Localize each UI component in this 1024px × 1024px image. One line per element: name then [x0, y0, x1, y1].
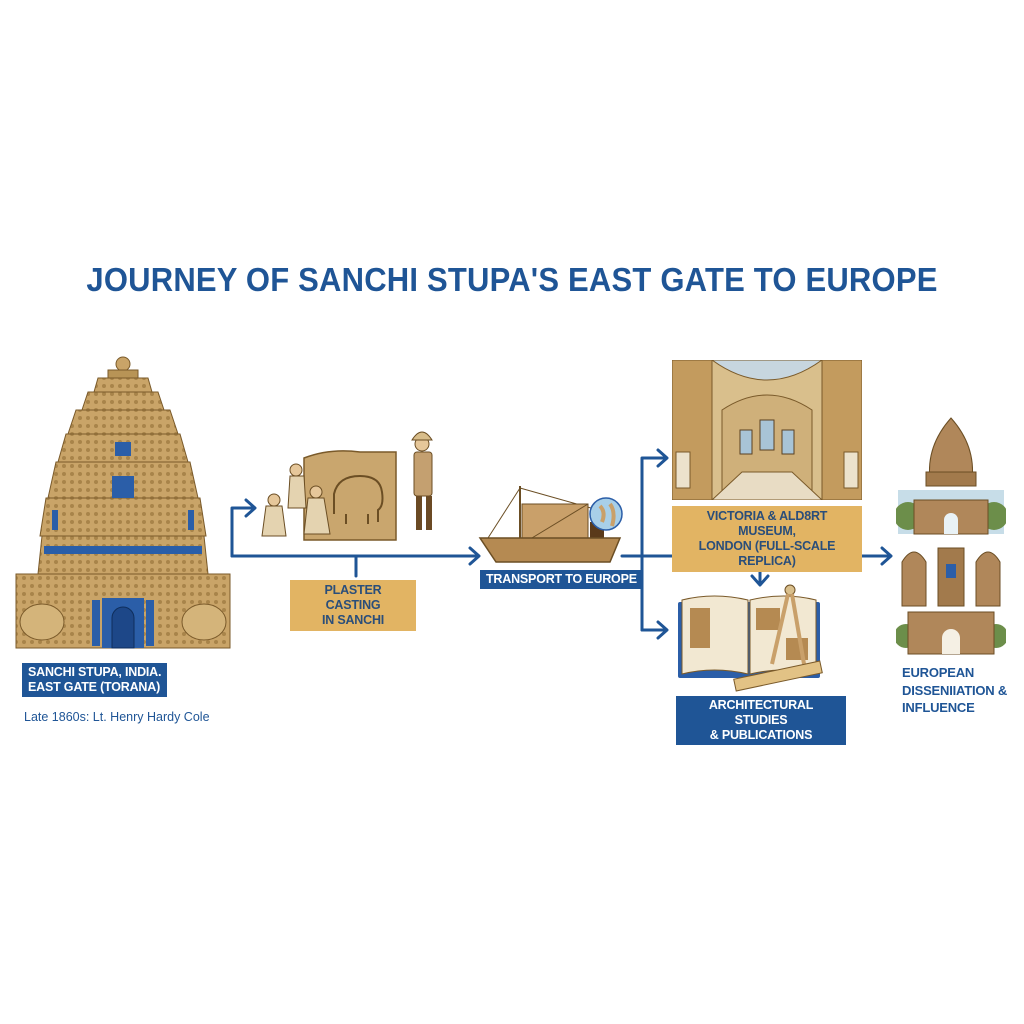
diagram-title: JOURNEY OF SANCHI STUPA'S EAST GATE TO E… — [86, 260, 938, 299]
workers-casting-relief-illustration — [261, 431, 433, 541]
origin-caption: Late 1860s: Lt. Henry Hardy Cole — [24, 710, 210, 724]
ornate-gateway-illustration — [15, 356, 231, 649]
arrow-transport-to-museum — [640, 456, 668, 632]
studies-label: ARCHITECTURAL STUDIES & PUBLICATIONS — [676, 696, 846, 745]
european-buildings-stack-illustration — [896, 417, 1006, 655]
open-book-compass-ruler-illustration — [678, 584, 823, 692]
casting-label: PLASTER CASTING IN SANCHI — [290, 580, 416, 631]
museum-label: VICTORIA & ALD8RT MUSEUM, LONDON (FULL-S… — [672, 506, 862, 572]
transport-label: TRANSPORT TO EUROPE — [480, 570, 643, 589]
arrow-origin-to-casting — [230, 506, 256, 558]
dissemination-label: EUROPEAN DISSENIIATION & INFLUENCE — [902, 665, 1008, 716]
museum-hall-illustration — [672, 360, 862, 500]
origin-label: SANCHI STUPA, INDIA. EAST GATE (TORANA) — [22, 663, 168, 697]
cargo-ship-with-crate-and-globe-illustration — [478, 486, 623, 563]
